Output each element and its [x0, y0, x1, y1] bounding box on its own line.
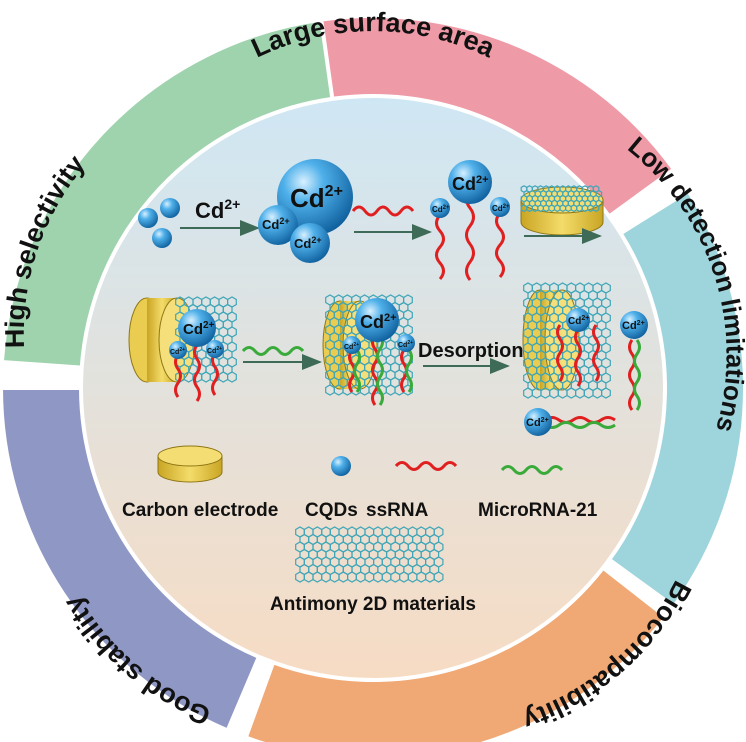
ring-segment-right	[606, 188, 746, 610]
legend-carbon-electrode: Carbon electrode	[122, 500, 278, 521]
electrode-hybrid: Cd2+ Cd2+ Cd2+	[322, 294, 415, 406]
hex-cell	[592, 204, 600, 213]
ring-segment-left	[0, 17, 335, 370]
released-cd-duplex-vertical: Cd2+	[620, 311, 648, 411]
hex-cell	[403, 384, 413, 396]
svg-text:Cd2+: Cd2+	[170, 347, 185, 356]
legend-antimony: Antimony 2D materials	[270, 594, 476, 615]
electrode-after-desorption: Cd2+	[522, 282, 611, 399]
cd-ssrna-complex: Cd2+ Cd2+ Cd2+	[430, 160, 510, 281]
svg-text:Cd2+: Cd2+	[207, 346, 222, 355]
svg-text:Cd2+: Cd2+	[622, 320, 645, 332]
ssrna-strand-1	[351, 205, 415, 217]
desorption-label: Desorption	[418, 340, 524, 362]
released-cd-duplex-horizontal: Cd2+	[524, 408, 616, 436]
svg-text:Cd2+: Cd2+	[290, 183, 343, 213]
legend-microrna-icon	[500, 465, 564, 475]
svg-text:Cd2+: Cd2+	[344, 342, 359, 351]
cd-ion-label: Cd2+	[195, 196, 240, 223]
svg-text:Cd2+: Cd2+	[398, 340, 413, 349]
hex-cell	[227, 371, 237, 383]
electrode-probe-1: Cd2+ Cd2+ Cd2+	[128, 296, 237, 402]
svg-text:Cd2+: Cd2+	[294, 235, 322, 251]
hex-cell	[433, 571, 444, 583]
property-ring	[0, 14, 746, 742]
svg-text:Cd2+: Cd2+	[452, 174, 489, 194]
legend-ssrna-icon	[394, 461, 458, 471]
svg-text:Cd2+: Cd2+	[526, 417, 549, 429]
svg-text:Cd2+: Cd2+	[492, 204, 510, 213]
legend-ssrna: ssRNA	[366, 500, 429, 521]
svg-text:Cd2+: Cd2+	[568, 315, 589, 327]
svg-text:Cd2+: Cd2+	[360, 312, 397, 332]
svg-text:Cd2+: Cd2+	[183, 320, 215, 338]
microrna-strand-1	[241, 346, 305, 356]
cd-sphere-complex: Cd2+ Cd2+ Cd2+	[258, 159, 353, 263]
cqd-cluster	[138, 198, 180, 248]
legend-cqds: CQDs	[305, 500, 358, 521]
electrode-with-antimony	[520, 185, 604, 236]
svg-text:Cd2+: Cd2+	[262, 216, 290, 232]
hex-cell	[601, 387, 611, 399]
ring-segment-bottom-left	[0, 386, 262, 734]
legend-cqd-icon	[331, 456, 351, 476]
legend-antimony-icon	[295, 526, 444, 583]
legend-microrna: MicroRNA-21	[478, 500, 598, 521]
legend-electrode-icon	[157, 445, 223, 483]
center-disc	[83, 98, 663, 678]
svg-text:Cd2+: Cd2+	[432, 205, 450, 214]
ring-segment-bottom-right	[243, 564, 669, 742]
